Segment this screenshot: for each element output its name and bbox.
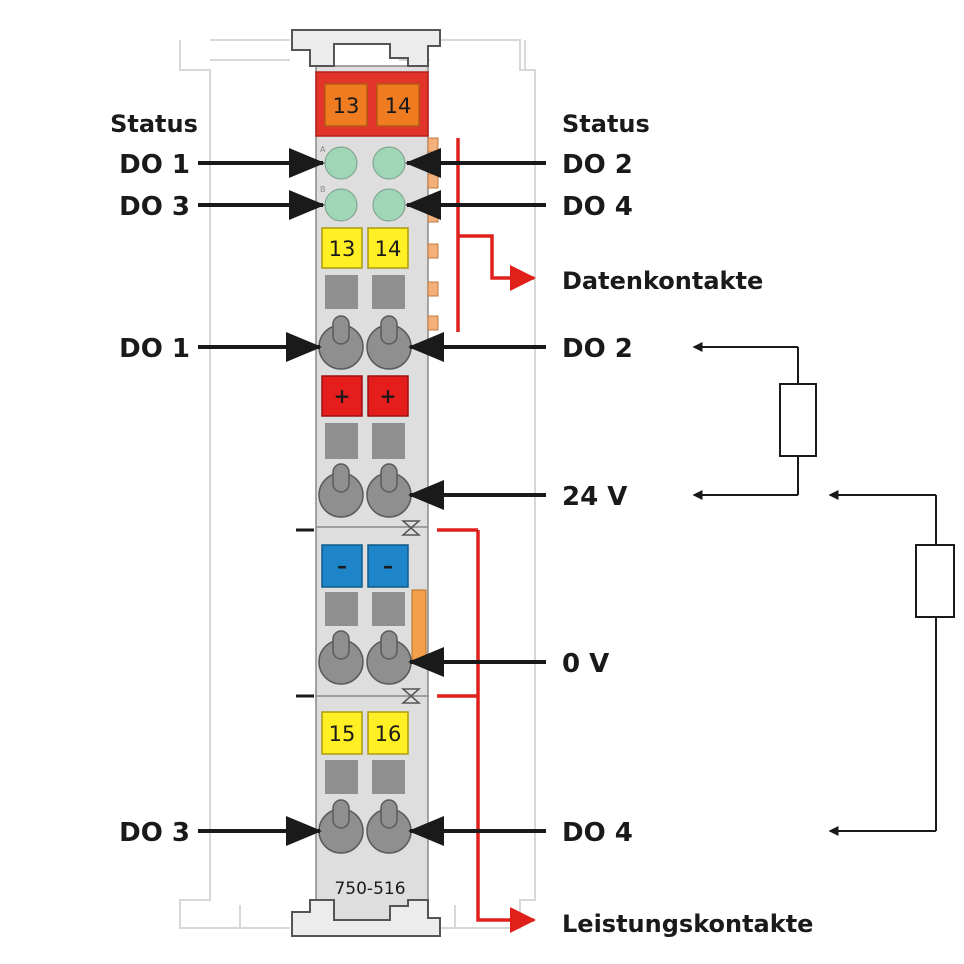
marker-14: [367, 227, 409, 269]
top-marker-14-label: 14: [385, 94, 412, 118]
plus-marker-1: [321, 375, 363, 417]
status-led-do3: [324, 188, 358, 222]
led-letter-b: B: [320, 185, 326, 194]
top-marker-14: [376, 83, 420, 127]
marker-15-label: 15: [329, 722, 356, 746]
plus-marker-1-label: +: [334, 384, 351, 408]
data-contact-tabs: [427, 137, 439, 331]
status-led-do4: [372, 188, 406, 222]
release-button-8[interactable]: [372, 760, 405, 794]
power-contact-strip: [411, 589, 427, 661]
status-led-do2: [372, 146, 406, 180]
plus-marker-2-label: +: [380, 384, 397, 408]
marker-16: [367, 711, 409, 755]
clamp-0v-1[interactable]: [318, 630, 364, 685]
data-contacts-indicator: [456, 138, 536, 332]
marker-14-label: 14: [375, 237, 402, 261]
release-button-3[interactable]: [325, 423, 358, 459]
release-button-2[interactable]: [372, 275, 405, 309]
label-clamp-do1: DO 1: [119, 334, 190, 364]
status-label-right: Status: [562, 110, 650, 138]
top-rail-clip: [291, 29, 441, 67]
release-button-5[interactable]: [325, 592, 358, 626]
clamp-do2[interactable]: [366, 315, 412, 370]
minus-marker-2-label: –: [383, 554, 393, 578]
minus-marker-1-label: –: [337, 554, 347, 578]
label-led-do4: DO 4: [562, 192, 633, 222]
clamp-24v-2[interactable]: [366, 463, 412, 518]
minus-marker-2: [367, 544, 409, 588]
release-button-6[interactable]: [372, 592, 405, 626]
label-0v: 0 V: [562, 649, 609, 679]
label-clamp-do4: DO 4: [562, 818, 633, 848]
clamp-do3[interactable]: [318, 799, 364, 854]
status-led-do1: [324, 146, 358, 180]
label-clamp-do2: DO 2: [562, 334, 633, 364]
power-contact-bottom-symbol: [401, 688, 421, 704]
load-wiring: [692, 342, 955, 836]
top-marker-13-label: 13: [333, 94, 360, 118]
label-leistungskontakte: Leistungskontakte: [562, 910, 813, 938]
led-letter-a: A: [320, 145, 326, 154]
pointer-arrows: [198, 148, 546, 846]
release-button-1[interactable]: [325, 275, 358, 309]
marker-16-label: 16: [375, 722, 402, 746]
label-led-do1: DO 1: [119, 150, 190, 180]
label-led-do2: DO 2: [562, 150, 633, 180]
label-clamp-do3: DO 3: [119, 818, 190, 848]
clamp-24v-1[interactable]: [318, 463, 364, 518]
marker-15: [321, 711, 363, 755]
power-contact-top-symbol: [401, 520, 421, 536]
label-24v: 24 V: [562, 482, 627, 512]
marker-13-label: 13: [329, 237, 356, 261]
load-2-resistor: [915, 544, 955, 618]
bottom-rail-clip: [291, 899, 441, 937]
load-1-resistor: [779, 383, 817, 457]
top-marker-13: [324, 83, 368, 127]
release-button-7[interactable]: [325, 760, 358, 794]
minus-marker-1: [321, 544, 363, 588]
label-datenkontakte: Datenkontakte: [562, 267, 763, 295]
plus-marker-2: [367, 375, 409, 417]
status-label-left: Status: [110, 110, 198, 138]
marker-13: [321, 227, 363, 269]
clamp-do1[interactable]: [318, 315, 364, 370]
io-module-750-516: 13 14 A B 13 14: [291, 29, 441, 937]
label-led-do3: DO 3: [119, 192, 190, 222]
module-model-number: 750-516: [334, 879, 405, 899]
power-contacts-indicator: [437, 528, 536, 933]
release-button-4[interactable]: [372, 423, 405, 459]
